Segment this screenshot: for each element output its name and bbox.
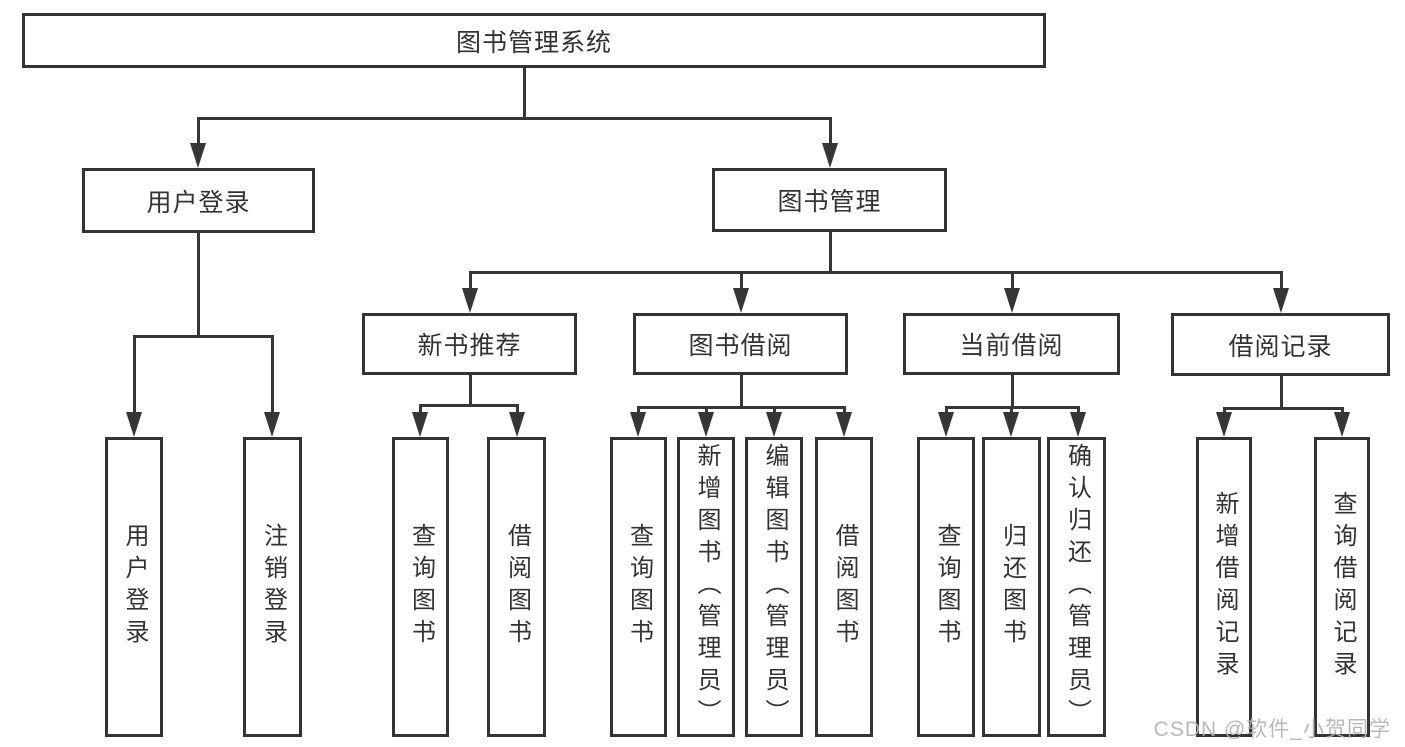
- connector-line-horizontal: [468, 270, 1283, 274]
- node-label: 借阅图书: [503, 523, 531, 651]
- node-label: 归还图书: [998, 523, 1026, 651]
- node-query-borrow-record: 查询借阅记录: [1314, 437, 1370, 737]
- connector-line-vertical: [944, 407, 948, 414]
- node-add-borrow-record: 新增借阅记录: [1196, 437, 1252, 737]
- node-logout: 注销登录: [243, 437, 302, 737]
- arrowhead-down-icon: [126, 412, 142, 437]
- node-return-books: 归还图书: [982, 437, 1041, 737]
- node-current-borrowing: 当前借阅: [903, 313, 1120, 375]
- connector-line-vertical: [828, 232, 832, 272]
- connector-line-vertical: [1279, 272, 1283, 290]
- node-borrow-books-2: 借阅图书: [815, 437, 873, 737]
- node-user-login-action: 用户登录: [105, 437, 163, 737]
- node-user-login: 用户登录: [82, 168, 315, 233]
- connector-line-horizontal: [418, 403, 519, 407]
- node-label: 注销登录: [259, 523, 287, 651]
- node-library-system: 图书管理系统: [22, 13, 1046, 68]
- connector-line-vertical: [196, 233, 200, 336]
- node-query-books-3: 查询图书: [917, 437, 975, 737]
- arrowhead-down-icon: [1004, 288, 1020, 313]
- node-label: 查询图书: [407, 523, 435, 651]
- arrowhead-down-icon: [766, 412, 782, 437]
- connector-line-horizontal: [636, 405, 846, 409]
- arrowhead-down-icon: [630, 412, 646, 437]
- arrowhead-down-icon: [509, 412, 525, 437]
- arrowhead-down-icon: [264, 412, 280, 437]
- node-label: 查询借阅记录: [1329, 491, 1356, 683]
- arrowhead-down-icon: [1334, 412, 1350, 437]
- arrowhead-down-icon: [412, 412, 428, 437]
- node-label: 新增借阅记录: [1211, 491, 1238, 683]
- arrowhead-down-icon: [698, 412, 714, 437]
- connector-line-horizontal: [132, 334, 274, 338]
- connector-line-vertical: [704, 407, 708, 414]
- watermark: CSDN @软件_小贺同学: [1153, 718, 1391, 741]
- node-borrow-books-1: 借阅图书: [487, 437, 546, 737]
- connector-line-vertical: [842, 407, 846, 414]
- node-query-books-1: 查询图书: [392, 437, 449, 737]
- node-confirm-return-admin: 确认归还（管理员）: [1047, 437, 1106, 737]
- node-edit-books-admin: 编辑图书（管理员）: [745, 437, 803, 737]
- connector-line-vertical: [828, 118, 832, 146]
- node-label: 查询图书: [933, 523, 960, 651]
- connector-line-vertical: [418, 405, 422, 414]
- connector-line-vertical: [1076, 407, 1080, 414]
- arrowhead-down-icon: [1273, 288, 1289, 313]
- arrowhead-down-icon: [190, 143, 206, 168]
- node-label: 编辑图书（管理员）: [761, 443, 788, 731]
- arrowhead-down-icon: [822, 143, 838, 168]
- connector-line-vertical: [772, 407, 776, 414]
- node-label: 新增图书（管理员）: [693, 443, 720, 731]
- node-label: 确认归还（管理员）: [1063, 443, 1091, 731]
- connector-line-vertical: [1279, 376, 1283, 408]
- connector-line-horizontal: [1222, 406, 1344, 410]
- node-label: 用户登录: [121, 523, 148, 651]
- node-add-books-admin: 新增图书（管理员）: [677, 437, 735, 737]
- arrowhead-down-icon: [1216, 412, 1232, 437]
- node-book-borrowing: 图书借阅: [633, 313, 848, 375]
- arrowhead-down-icon: [733, 288, 749, 313]
- connector-line-vertical: [132, 336, 136, 414]
- node-query-books-2: 查询图书: [610, 437, 667, 737]
- connector-line-vertical: [270, 336, 274, 414]
- node-book-management: 图书管理: [712, 168, 947, 232]
- connector-line-horizontal: [196, 116, 832, 120]
- connector-line-vertical: [739, 272, 743, 290]
- connector-line-vertical: [468, 375, 472, 405]
- connector-line-vertical: [1222, 408, 1226, 414]
- connector-line-vertical: [468, 272, 472, 290]
- connector-line-vertical: [1340, 408, 1344, 414]
- node-label: 借阅图书: [831, 523, 858, 651]
- connector-line-vertical: [739, 375, 743, 407]
- connector-line-vertical: [1009, 407, 1013, 414]
- connector-line-vertical: [1010, 375, 1014, 407]
- arrowhead-down-icon: [462, 288, 478, 313]
- node-new-book-recommend: 新书推荐: [362, 313, 577, 375]
- node-borrowing-records: 借阅记录: [1171, 313, 1390, 376]
- node-label: 查询图书: [625, 523, 653, 651]
- arrowhead-down-icon: [938, 412, 954, 437]
- arrowhead-down-icon: [1070, 412, 1086, 437]
- connector-line-vertical: [515, 405, 519, 414]
- connector-line-vertical: [1010, 272, 1014, 290]
- arrowhead-down-icon: [1003, 412, 1019, 437]
- connector-line-vertical: [522, 68, 526, 118]
- arrowhead-down-icon: [836, 412, 852, 437]
- connector-line-vertical: [636, 407, 640, 414]
- connector-line-vertical: [196, 118, 200, 146]
